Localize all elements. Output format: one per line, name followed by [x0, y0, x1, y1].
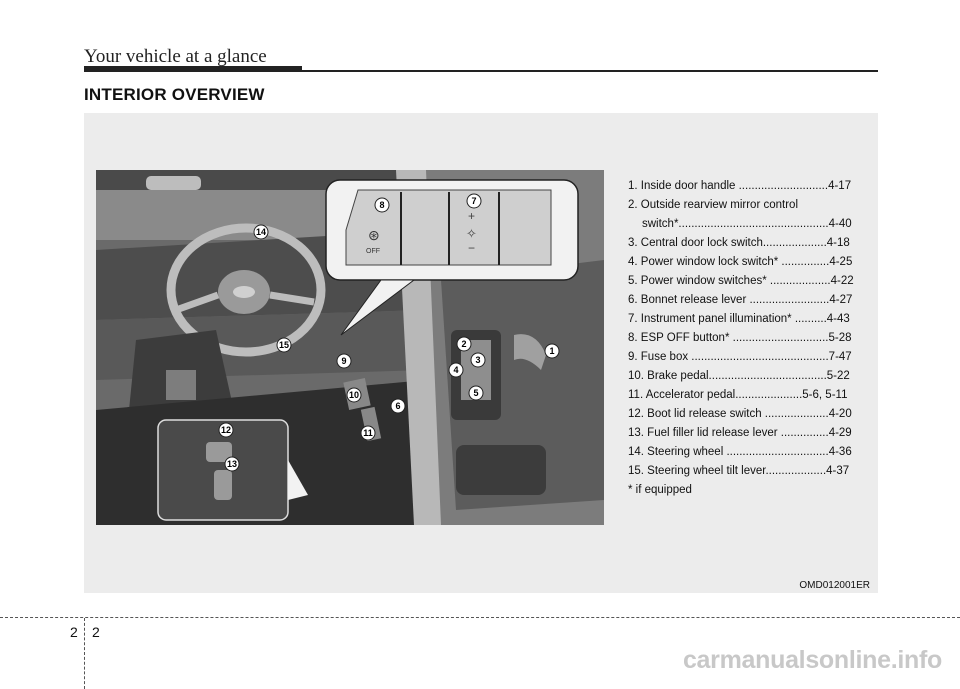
callout-3: 3	[470, 352, 486, 368]
legend-item: 4. Power window lock switch* ...........…	[628, 256, 853, 268]
svg-text:15: 15	[279, 340, 289, 350]
esp-off-label: OFF	[366, 248, 380, 255]
running-title: Your vehicle at a glance	[84, 46, 267, 67]
legend-item: 11. Accelerator pedal...................…	[628, 389, 848, 401]
footer-rule-horizontal	[0, 617, 960, 618]
legend-item: 6. Bonnet release lever ................…	[628, 294, 853, 306]
svg-text:9: 9	[341, 356, 346, 366]
svg-text:3: 3	[475, 355, 480, 365]
legend-footnote: * if equipped	[628, 484, 692, 496]
svg-text:12: 12	[221, 425, 231, 435]
callout-15: 15	[276, 337, 292, 353]
callout-5: 5	[468, 385, 484, 401]
svg-text:6: 6	[395, 401, 400, 411]
boot-fuel-lever-inset	[157, 419, 308, 521]
legend-item: 7. Instrument panel illumination* ......…	[628, 313, 850, 325]
svg-text:2: 2	[461, 339, 466, 349]
svg-text:✧: ✧	[466, 226, 477, 241]
callout-11: 11	[360, 425, 376, 441]
callout-9: 9	[336, 353, 352, 369]
svg-text:4: 4	[453, 365, 458, 375]
callout-10: 10	[346, 387, 362, 403]
header-rule-thin	[302, 70, 878, 72]
legend-item: 14. Steering wheel .....................…	[628, 446, 852, 458]
legend-item: 15. Steering wheel tilt lever...........…	[628, 465, 850, 477]
callout-6: 6	[390, 398, 406, 414]
interior-illustration: ⊛ OFF + ✧ − 1 2 3 4 5 6 7 8 9 10 11	[96, 170, 604, 525]
callout-4: 4	[448, 362, 464, 378]
legend-item: 1. Inside door handle ..................…	[628, 180, 852, 192]
svg-text:+: +	[468, 209, 475, 223]
callout-8: 8	[374, 197, 390, 213]
rearview-mirror-shape	[146, 176, 201, 190]
callout-14: 14	[253, 224, 269, 240]
callout-1: 1	[544, 343, 560, 359]
svg-text:7: 7	[471, 196, 476, 206]
section-title: INTERIOR OVERVIEW	[84, 85, 265, 104]
component-legend: 1. Inside door handle ..................…	[628, 177, 868, 500]
legend-item: switch*.................................…	[642, 218, 852, 230]
svg-text:−: −	[468, 241, 475, 255]
legend-item: 8. ESP OFF button* .....................…	[628, 332, 852, 344]
page-number: 2	[92, 624, 100, 640]
legend-item: 2. Outside rearview mirror control	[628, 199, 798, 211]
svg-text:5: 5	[473, 388, 478, 398]
header-rule-thick	[84, 66, 302, 72]
callout-7: 7	[466, 193, 482, 209]
legend-item: 10. Brake pedal.........................…	[628, 370, 850, 382]
legend-item: 5. Power window switches* ..............…	[628, 275, 854, 287]
svg-text:1: 1	[549, 346, 554, 356]
footer-rule-vertical	[84, 618, 85, 689]
legend-item: 3. Central door lock switch.............…	[628, 237, 850, 249]
figure-code: OMD012001ER	[799, 580, 870, 591]
legend-item: 9. Fuse box ............................…	[628, 351, 852, 363]
callout-13: 13	[224, 456, 240, 472]
svg-text:14: 14	[256, 227, 266, 237]
svg-text:13: 13	[227, 459, 237, 469]
watermark-logo: carmanualsonline.info	[682, 646, 942, 674]
legend-item: 13. Fuel filler lid release lever ......…	[628, 427, 852, 439]
callout-2: 2	[456, 336, 472, 352]
legend-item: 12. Boot lid release switch ............…	[628, 408, 852, 420]
page-number-chapter: 2	[70, 624, 78, 640]
svg-text:11: 11	[363, 428, 373, 438]
svg-text:8: 8	[379, 200, 384, 210]
steering-wheel-shape	[166, 223, 326, 357]
callout-12: 12	[218, 422, 234, 438]
svg-text:⊛: ⊛	[368, 227, 380, 243]
esp-switch-inset: ⊛ OFF + ✧ −	[325, 179, 579, 281]
svg-text:10: 10	[349, 390, 359, 400]
